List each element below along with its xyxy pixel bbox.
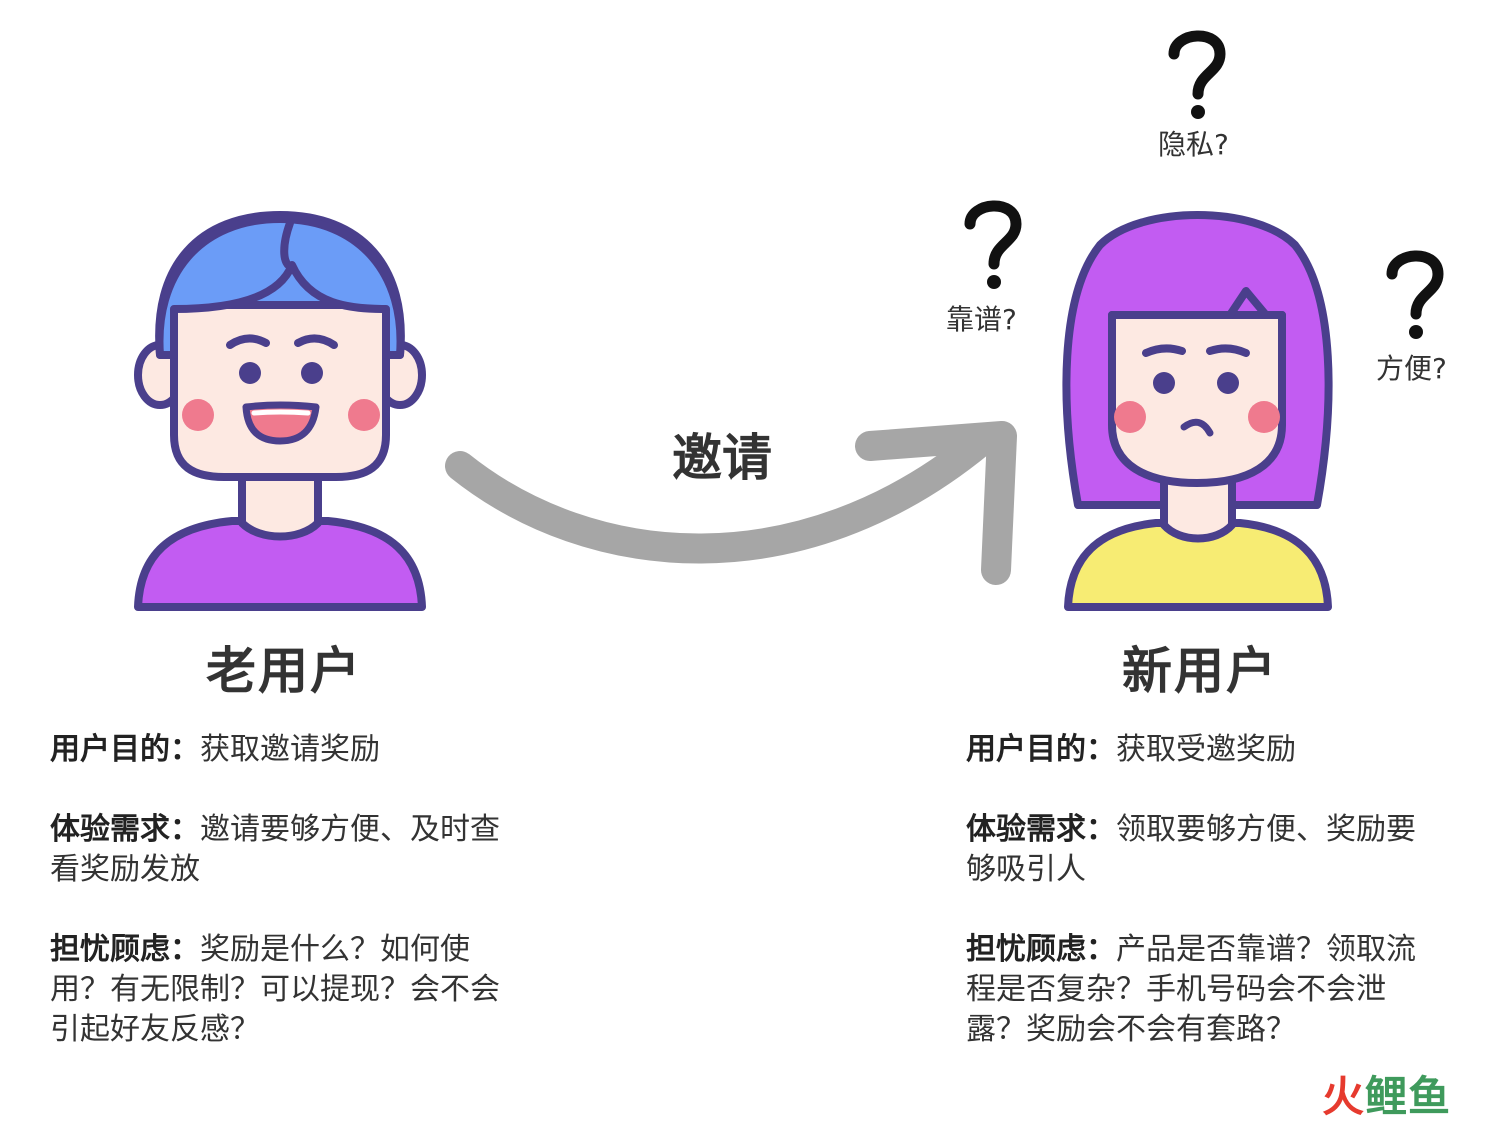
new-user-concerns: 担忧顾虑：产品是否靠谱？领取流程是否复杂？手机号码会不会泄露？奖励会不会有套路？ — [966, 930, 1418, 1050]
question-reliable: 靠谱? — [946, 306, 1017, 334]
old-user-concerns: 担忧顾虑：奖励是什么？如何使用？有无限制？可以提现？会不会引起好友反感？ — [50, 930, 502, 1050]
new-user-avatar — [1060, 205, 1335, 615]
question-mark-icon — [1380, 242, 1450, 342]
arrow-label: 邀请 — [672, 433, 772, 483]
watermark-part2: 鲤鱼 — [1365, 1072, 1451, 1121]
question-privacy: 隐私? — [1158, 131, 1229, 159]
new-user-details: 用户目的：获取受邀奖励 体验需求：领取要够方便、奖励要够吸引人 担忧顾虑：产品是… — [966, 730, 1418, 1090]
new-user-goal: 用户目的：获取受邀奖励 — [966, 730, 1418, 770]
old-user-needs: 体验需求：邀请要够方便、及时查看奖励发放 — [50, 810, 502, 890]
old-user-goal: 用户目的：获取邀请奖励 — [50, 730, 502, 770]
new-user-title: 新用户 — [1122, 646, 1278, 696]
question-mark-icon — [1162, 22, 1232, 122]
question-convenient: 方便? — [1376, 355, 1447, 383]
new-user-needs: 体验需求：领取要够方便、奖励要够吸引人 — [966, 810, 1418, 890]
old-user-avatar — [130, 205, 430, 615]
watermark-part1: 火 — [1322, 1072, 1365, 1121]
question-mark-icon — [958, 192, 1028, 292]
old-user-title: 老用户 — [206, 646, 362, 696]
old-user-details: 用户目的：获取邀请奖励 体验需求：邀请要够方便、及时查看奖励发放 担忧顾虑：奖励… — [50, 730, 502, 1090]
watermark-logo: 火鲤鱼 — [1322, 1076, 1451, 1118]
